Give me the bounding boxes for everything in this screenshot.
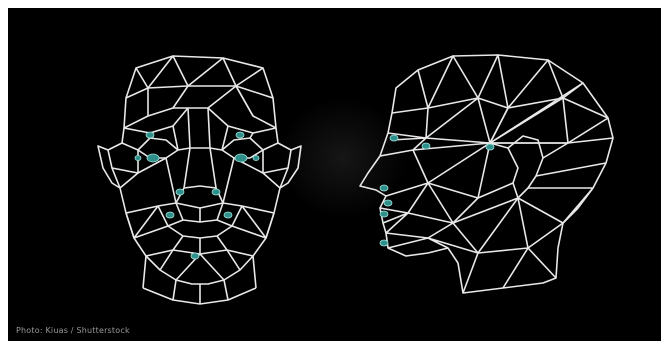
landmark-dot (191, 253, 199, 259)
landmark-dot (422, 143, 430, 149)
front-face-landmarks (135, 132, 259, 259)
photo-frame: Photo: Kiuas / Shutterstock (8, 8, 661, 341)
face-mesh-illustration (8, 8, 661, 341)
landmark-dot (236, 132, 244, 138)
landmark-dot (212, 189, 220, 195)
landmark-dot (380, 211, 388, 217)
landmark-dot (224, 212, 232, 218)
landmark-dot (235, 154, 247, 162)
side-profile-mesh (360, 55, 613, 293)
landmark-dot (486, 144, 494, 150)
landmark-dot (166, 212, 174, 218)
landmark-dot (380, 185, 388, 191)
landmark-dot (146, 132, 154, 138)
landmark-dot (253, 156, 259, 161)
landmark-dot (176, 189, 184, 195)
photo-credit: Photo: Kiuas / Shutterstock (16, 326, 130, 335)
landmark-dot (135, 156, 141, 161)
landmark-dot (380, 240, 388, 246)
front-face-mesh (98, 56, 301, 304)
landmark-dot (390, 135, 398, 141)
landmark-dot (384, 200, 392, 206)
landmark-dot (147, 154, 159, 162)
